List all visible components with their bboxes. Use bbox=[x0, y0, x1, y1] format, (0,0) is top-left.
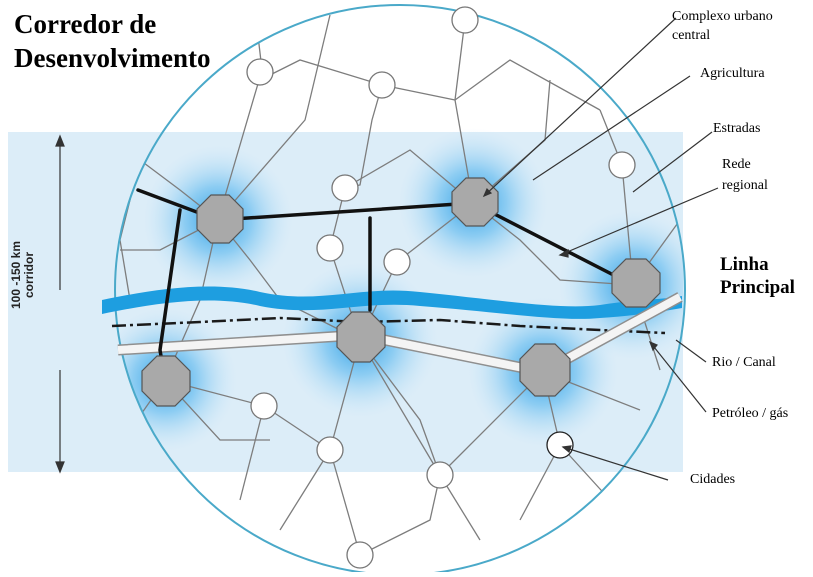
label-petroleo-gas: Petróleo / gás bbox=[712, 406, 789, 421]
hub-west bbox=[196, 194, 244, 244]
hub-east bbox=[611, 258, 661, 308]
corridor-width-label: 100 -150 km corridor bbox=[9, 220, 36, 330]
label-regional: regional bbox=[722, 178, 768, 193]
label-rede: Rede bbox=[722, 157, 751, 172]
label-complexo-central: central bbox=[672, 28, 711, 43]
title-line-2: Desenvolvimento bbox=[14, 43, 211, 73]
label-agricultura: Agricultura bbox=[700, 66, 765, 81]
oil-gas-pipeline bbox=[111, 316, 666, 335]
label-leaders bbox=[482, 17, 719, 481]
corridor-width-unit: corridor bbox=[22, 252, 36, 299]
urban-hubs bbox=[141, 177, 661, 407]
main-line bbox=[117, 293, 682, 376]
label-principal: Principal bbox=[720, 277, 795, 298]
hub-southwest bbox=[141, 355, 191, 407]
label-complexo-urbano: Complexo urbano bbox=[672, 9, 773, 24]
label-cidades: Cidades bbox=[690, 472, 736, 487]
hub-southeast bbox=[519, 343, 571, 397]
hub-middle bbox=[336, 311, 386, 363]
label-linha: Linha bbox=[720, 254, 769, 275]
towns bbox=[246, 6, 636, 569]
hub-central bbox=[451, 177, 499, 227]
river-canal bbox=[102, 286, 682, 319]
corridor-dimension bbox=[55, 134, 65, 474]
label-rio-canal: Rio / Canal bbox=[712, 355, 776, 370]
label-estradas: Estradas bbox=[713, 121, 761, 136]
title-line-1: Corredor de bbox=[14, 9, 157, 39]
